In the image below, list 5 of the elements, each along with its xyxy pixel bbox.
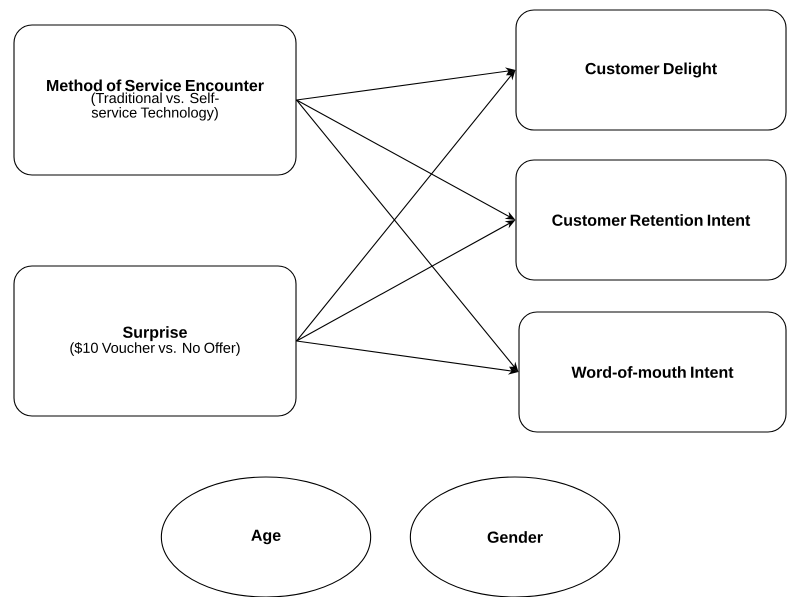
- rounded-box: Word-of-mouth Intent: [518, 311, 787, 433]
- rounded-box: Surprise ($10 Voucher vs. No Offer): [13, 265, 297, 417]
- rounded-box: Customer Delight: [515, 9, 787, 131]
- rounded-box: Method of Service Encounter (Traditional vs. Self-service Technology): [13, 24, 297, 176]
- rounded-box: Customer Retention Intent: [515, 159, 787, 281]
